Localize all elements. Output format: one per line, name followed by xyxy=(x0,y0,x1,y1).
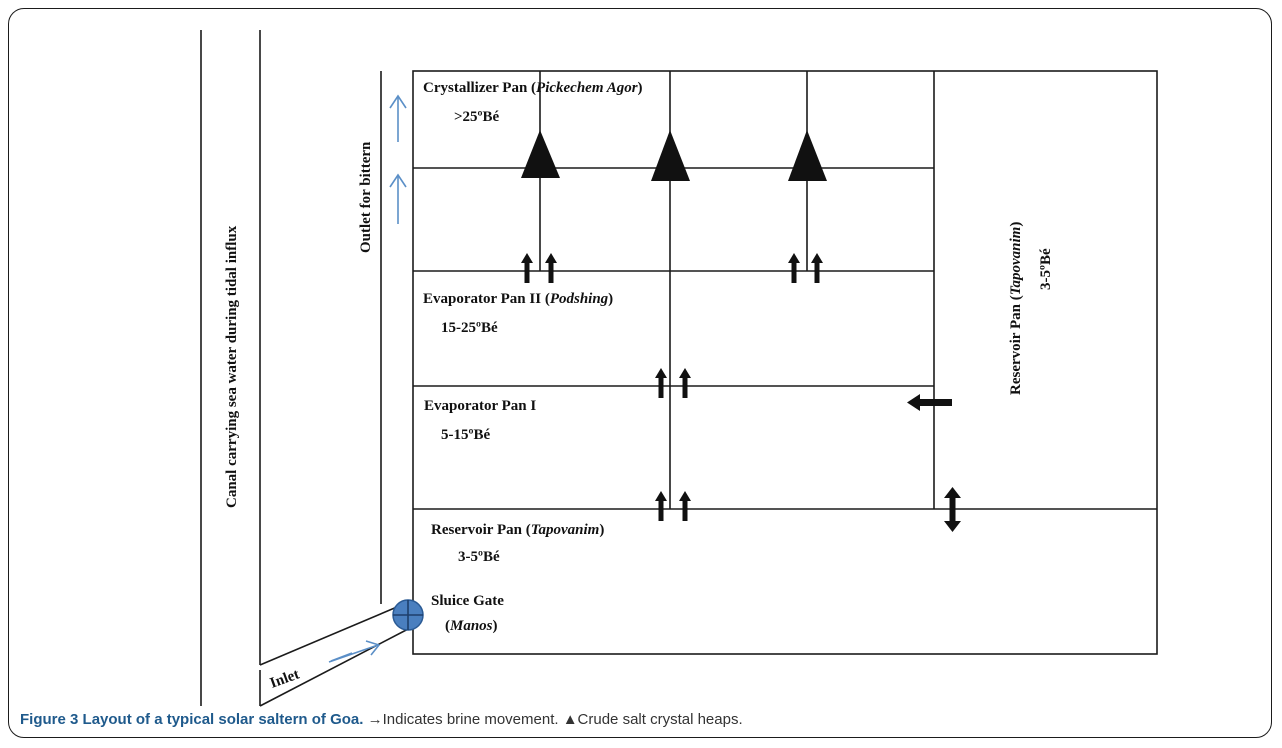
evaporator-pan-1-brine-level: 5-15ºBé xyxy=(441,427,490,443)
salt-heap-icon xyxy=(651,130,690,181)
brine-arrow-icon xyxy=(655,368,667,398)
evaporator-pan-1-title: Evaporator Pan I xyxy=(424,398,536,414)
figure-caption: Figure 3 Layout of a typical solar salte… xyxy=(20,711,1260,728)
caption-note-heaps: ▲Crude salt crystal heaps. xyxy=(562,711,743,728)
sluice-gate-icon xyxy=(392,599,424,631)
brine-arrow-icon xyxy=(811,253,823,283)
brine-arrow-icon xyxy=(788,253,800,283)
brine-arrow-icon xyxy=(655,491,667,521)
reservoir-pan-right-brine-level: 3-5ºBé xyxy=(1038,248,1054,290)
sluice-gate-title: Sluice Gate xyxy=(431,593,504,609)
figure-title: Layout of a typical solar saltern of Goa… xyxy=(82,711,364,728)
evaporator-pan-2-brine-level: 15-25ºBé xyxy=(441,320,498,336)
inlet-channel-top xyxy=(259,603,405,666)
evaporator-pan-2-title: Evaporator Pan II (Podshing) xyxy=(423,291,613,307)
outlet-label: Outlet for bittern xyxy=(358,141,374,253)
brine-arrow-icon xyxy=(679,491,691,521)
figure-label: Figure 3 xyxy=(20,711,79,728)
figure-frame xyxy=(8,8,1272,738)
inlet-label: Inlet xyxy=(268,666,302,691)
brine-arrow-icon xyxy=(679,368,691,398)
salt-heap-icon xyxy=(788,130,827,181)
brine-arrow-icon xyxy=(944,487,961,532)
inlet-channel-bottom xyxy=(259,626,413,707)
brine-arrow-icon xyxy=(521,253,533,283)
brine-arrow-icon xyxy=(907,394,952,411)
brine-arrow-icon xyxy=(545,253,557,283)
crystallizer-brine-level: >25ºBé xyxy=(454,109,500,125)
saltern-outer-boundary xyxy=(412,70,1158,655)
reservoir-pan-bottom-title: Reservoir Pan (Tapovanim) xyxy=(431,522,604,538)
sluice-gate-subtitle: (Manos) xyxy=(445,618,498,634)
water-flow-arrow-icon xyxy=(389,173,407,224)
salt-heap-icon xyxy=(521,130,560,178)
canal-label: Canal carrying sea water during tidal in… xyxy=(224,225,240,508)
water-flow-arrow-icon xyxy=(328,640,381,663)
water-flow-arrow-icon xyxy=(389,94,407,142)
caption-note-brine: →Indicates brine movement. xyxy=(367,711,559,728)
reservoir-pan-right-title: Reservoir Pan (Tapovanim) xyxy=(1008,222,1024,395)
crystallizer-pan-title: Crystallizer Pan (Pickechem Agor) xyxy=(423,80,643,96)
reservoir-pan-bottom-brine-level: 3-5ºBé xyxy=(458,549,500,565)
